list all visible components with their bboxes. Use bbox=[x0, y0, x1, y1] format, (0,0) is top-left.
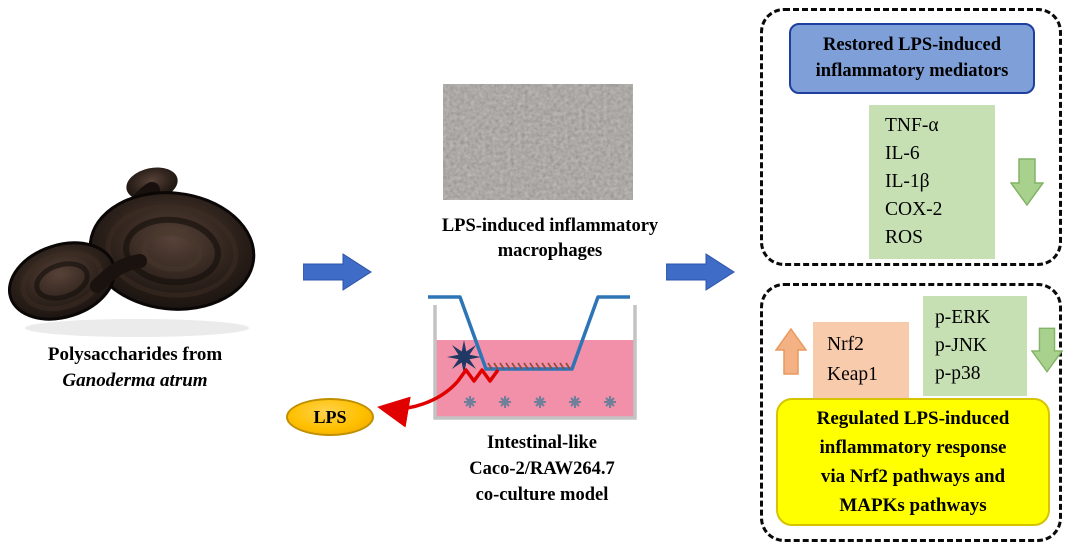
pathways-summary-line3: via Nrf2 pathways and bbox=[820, 466, 1006, 487]
source-caption-line2: Ganoderma atrum bbox=[62, 370, 208, 391]
pathways-panel: Nrf2 Keap1 p-ERK p-JNK p-p38 Regulated L… bbox=[760, 283, 1063, 542]
decrease-arrow-2 bbox=[1031, 326, 1063, 374]
ganoderma-illustration bbox=[7, 167, 256, 337]
decrease-arrow-2-shape bbox=[1031, 327, 1063, 373]
stimulated-cell-burst bbox=[447, 340, 481, 374]
list-item: p-ERK bbox=[935, 307, 991, 328]
flow-arrow-2 bbox=[666, 252, 736, 292]
list-item: p-p38 bbox=[935, 363, 981, 384]
mediators-header: Restored LPS-induced inflammatory mediat… bbox=[789, 23, 1035, 94]
macrophage-caption: LPS-induced inflammatory macrophages bbox=[418, 214, 682, 264]
pathways-summary-line2: inflammatory response bbox=[819, 437, 1007, 458]
list-item: ROS bbox=[885, 227, 923, 248]
macrophage-caption-line1: LPS-induced inflammatory bbox=[441, 216, 659, 236]
mediators-panel: Restored LPS-induced inflammatory mediat… bbox=[760, 8, 1062, 266]
source-caption-line1: Polysaccharides from bbox=[47, 344, 223, 365]
source-caption: Polysaccharides from Ganoderma atrum bbox=[8, 342, 262, 394]
list-item: COX-2 bbox=[885, 199, 943, 220]
transwell-insert bbox=[428, 295, 630, 371]
nrf2-box: Nrf2 Keap1 bbox=[813, 322, 909, 398]
mediators-header-line2: inflammatory mediators bbox=[815, 61, 1009, 81]
pathways-summary-line1: Regulated LPS-induced bbox=[816, 408, 1010, 429]
ganoderma-photo bbox=[2, 146, 272, 341]
list-item: IL-6 bbox=[885, 143, 920, 164]
macrophage-micrograph bbox=[443, 84, 633, 200]
flow-arrow-2-shape bbox=[666, 253, 735, 291]
culture-plate-well bbox=[433, 305, 637, 420]
mediators-list: TNF-α IL-6 IL-1β COX-2 ROS bbox=[869, 105, 995, 259]
coculture-caption: Intestinal-like Caco-2/RAW264.7 co-cultu… bbox=[415, 430, 669, 508]
transwell-diagram bbox=[420, 285, 650, 435]
decrease-arrow-shape bbox=[1010, 158, 1044, 207]
list-item: p-JNK bbox=[935, 335, 987, 356]
coculture-caption-line3: co-culture model bbox=[475, 485, 609, 505]
list-item: Nrf2 bbox=[827, 334, 864, 355]
mediators-header-line1: Restored LPS-induced bbox=[823, 35, 1001, 55]
coculture-caption-line1: Intestinal-like bbox=[487, 433, 597, 453]
list-item: IL-1β bbox=[885, 171, 930, 192]
lps-label: LPS bbox=[313, 406, 347, 427]
flow-arrow-1 bbox=[303, 252, 373, 292]
list-item: Keap1 bbox=[827, 364, 878, 385]
macrophage-caption-line2: macrophages bbox=[497, 241, 603, 261]
insert-membrane bbox=[487, 362, 571, 370]
pathways-summary-line4: MAPKs pathways bbox=[839, 495, 987, 516]
decrease-arrow bbox=[1010, 157, 1044, 207]
lps-badge: LPS bbox=[286, 398, 374, 436]
increase-arrow-shape bbox=[775, 328, 807, 375]
pathways-summary: Regulated LPS-induced inflammatory respo… bbox=[776, 398, 1050, 526]
coculture-caption-line2: Caco-2/RAW264.7 bbox=[469, 459, 615, 479]
increase-arrow bbox=[775, 328, 807, 376]
flow-arrow-1-shape bbox=[303, 253, 372, 291]
list-item: TNF-α bbox=[885, 115, 939, 136]
mapk-box: p-ERK p-JNK p-p38 bbox=[923, 296, 1027, 396]
